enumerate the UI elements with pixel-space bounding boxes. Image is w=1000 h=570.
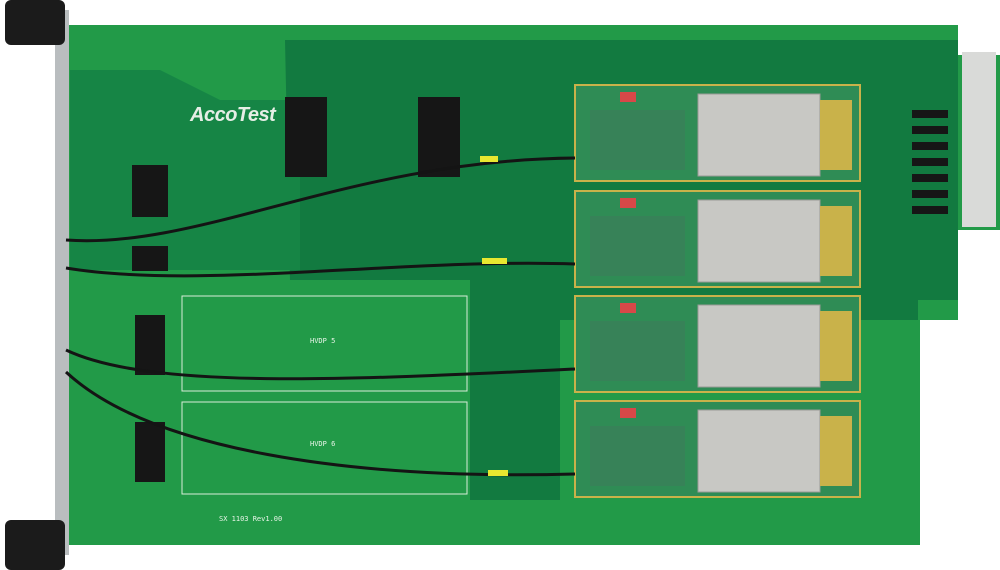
hvdp6-outline [181,401,468,495]
pcb-left-region [70,70,300,270]
hvdp5-label: HVDP 5 [310,337,336,345]
daughter-cards [574,84,861,498]
ejector-handle-top [5,0,65,45]
front-panel [55,10,69,555]
relays [132,97,460,482]
board-revision-label: SX 1103 Rev1.00 [219,515,283,523]
ejector-handle-bottom [5,520,65,570]
backplane-connector [962,52,996,227]
brand-logo: AccoTest [190,104,276,126]
hvdp5-outline [181,295,468,392]
hvdp6-label: HVDP 6 [310,440,336,448]
